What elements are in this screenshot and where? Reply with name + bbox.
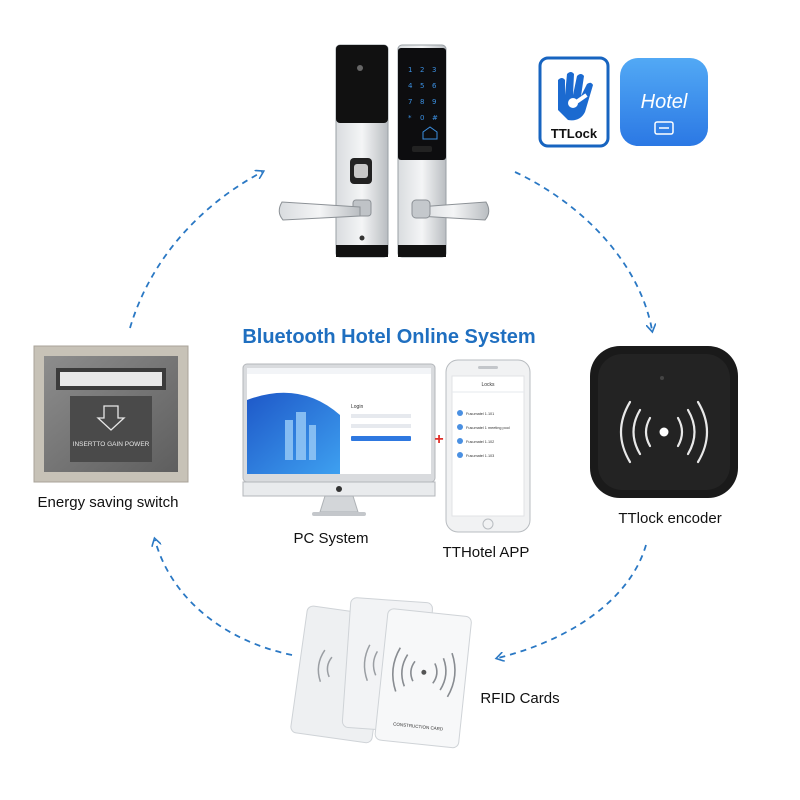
hotel-app-logo: Hotel xyxy=(620,58,708,146)
svg-text:7: 7 xyxy=(408,98,412,106)
svg-text:9: 9 xyxy=(432,98,436,106)
energy-switch-label: Energy saving switch xyxy=(38,494,179,511)
diagram-title: Bluetooth Hotel Online System xyxy=(242,326,535,348)
rfid-cards-label: RFID Cards xyxy=(480,690,559,707)
hotel-logo-text: Hotel xyxy=(641,91,688,113)
app-screen-title: Locks xyxy=(481,382,495,388)
app-list-item: Fusumatel 1.101 xyxy=(466,412,494,416)
app-list-item: Fusumatel 1.103 xyxy=(466,454,494,458)
svg-text:2: 2 xyxy=(420,66,424,74)
svg-text:8: 8 xyxy=(420,98,424,106)
energy-switch-image: INSERTTO GAIN POWER xyxy=(33,345,189,483)
svg-text:6: 6 xyxy=(432,82,437,90)
plus-sign: + xyxy=(434,431,443,448)
app-list-item: Fusumatel 1.102 xyxy=(466,440,494,444)
pc-monitor-image: Login xyxy=(242,363,436,516)
ttlock-logo-text: TTLock xyxy=(551,126,598,141)
rfid-card-text: CONSTRUCTION CARD xyxy=(393,721,444,731)
app-list-item: Fusumatel 1 meeting pool xyxy=(466,426,510,430)
svg-text:3: 3 xyxy=(432,66,436,74)
ttlock-logo: TTLock xyxy=(538,56,610,148)
arrow-lock-to-encoder xyxy=(514,171,652,330)
encoder-label: TTlock encoder xyxy=(618,510,721,527)
encoder-image xyxy=(590,346,738,498)
svg-text:*: * xyxy=(408,114,412,122)
svg-text:#: # xyxy=(432,114,438,122)
svg-text:0: 0 xyxy=(420,114,424,122)
pc-system-label: PC System xyxy=(293,530,368,547)
arrow-cards-to-switch xyxy=(155,540,293,656)
svg-text:1: 1 xyxy=(408,66,412,74)
arrow-encoder-to-cards xyxy=(498,544,647,658)
phone-image: Locks Fusumatel 1.101 Fusumatel 1 meetin… xyxy=(445,359,531,533)
svg-text:4: 4 xyxy=(408,82,413,90)
switch-plate-text: INSERTTO GAIN POWER xyxy=(73,441,150,448)
app-label: TTHotel APP xyxy=(443,544,530,561)
svg-text:5: 5 xyxy=(420,82,424,90)
pc-screen-heading: Login xyxy=(351,404,363,410)
app-lock-list: Fusumatel 1.101 Fusumatel 1 meeting pool… xyxy=(457,410,510,458)
cycle-arrows xyxy=(129,171,652,658)
arrow-switch-to-lock xyxy=(129,172,262,329)
rfid-cards-image: CONSTRUCTION CARD xyxy=(290,597,472,749)
